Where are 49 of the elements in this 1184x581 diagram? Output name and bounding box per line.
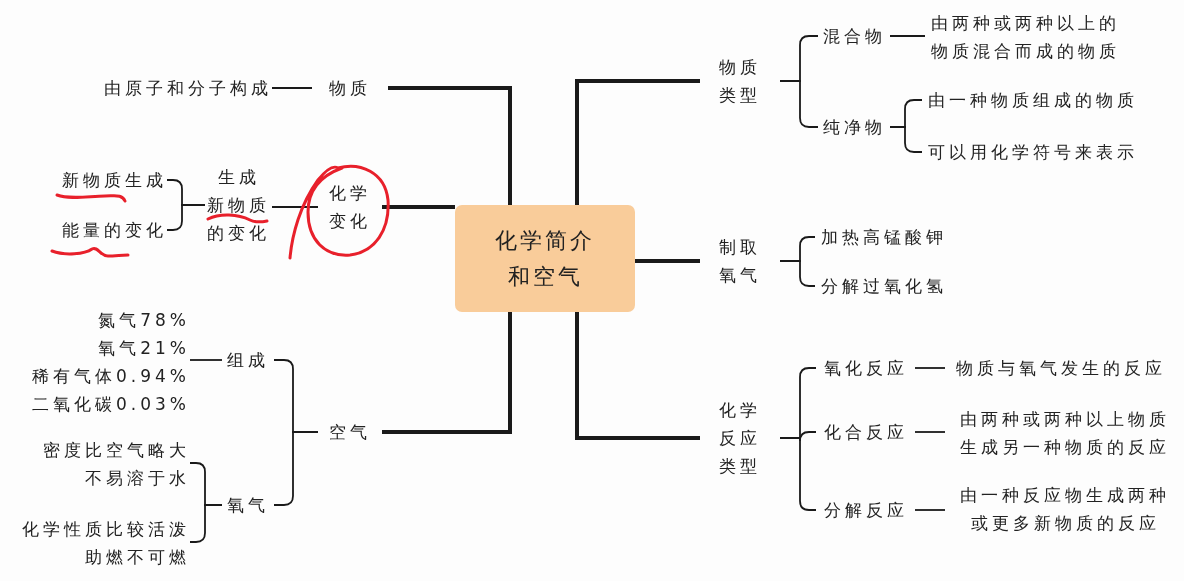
topic-label: 分解反应 — [816, 496, 915, 524]
central-topic-box: 化学简介和空气 — [455, 205, 635, 312]
description-text: 加热高锰酸钾 — [815, 223, 965, 251]
connector-line — [271, 87, 313, 89]
connector-line — [575, 79, 700, 205]
connector-line — [382, 312, 512, 434]
description-text: 不易溶于水 — [85, 467, 190, 490]
description-text: 新物质生成 — [40, 166, 167, 194]
topic-label: 组成 — [222, 346, 274, 374]
connector-line — [382, 205, 455, 209]
description-text: 由原子和分子构成 — [90, 74, 272, 102]
description-text: 化学性质比较活泼 — [22, 518, 190, 541]
topic-label: 生成新物质的变化 — [205, 160, 272, 250]
description-text: 助燃不可燃 — [85, 546, 190, 569]
description-text: 由一种物质组成的物质 — [922, 86, 1152, 114]
topic-label: 物质类型 — [700, 52, 780, 110]
topic-label: 制取氧气 — [700, 232, 780, 290]
description-text: 氧气21% — [98, 337, 190, 360]
topic-label: 氧化反应 — [816, 354, 915, 382]
topic-label: 化学变化 — [318, 180, 382, 234]
description-text: 可以用化学符号来表示 — [922, 138, 1152, 166]
description-text: 由两种或两种以上物质生成另一种物质的反应 — [945, 404, 1177, 462]
description-text: 密度比空气略大 — [43, 439, 190, 462]
connector-line — [889, 126, 923, 153]
description-text: 稀有气体0.94% — [32, 365, 190, 388]
description-text: 由一种反应物生成两种或更多新物质的反应 — [945, 480, 1177, 538]
connector-line — [575, 312, 700, 440]
connector-line — [889, 35, 926, 37]
description-text: 氮气78% — [98, 309, 190, 332]
description-text: 物质与氧气发生的反应 — [945, 354, 1177, 382]
description-text: 能量的变化 — [40, 216, 167, 244]
connector-line — [635, 259, 700, 263]
connector-line — [388, 86, 512, 205]
connector-line — [914, 367, 946, 369]
description-text: 分解过氧化氢 — [815, 272, 965, 300]
topic-label: 化学反应类型 — [700, 395, 780, 481]
topic-label: 纯净物 — [818, 113, 890, 141]
description-text: 二氧化碳0.03% — [32, 393, 190, 416]
connector-line — [189, 359, 223, 361]
topic-label: 氧气 — [222, 491, 274, 519]
topic-label: 混合物 — [818, 22, 890, 50]
connector-line — [273, 431, 319, 506]
connector-line — [271, 206, 319, 208]
topic-label: 化合反应 — [816, 418, 915, 446]
connector-line — [914, 509, 946, 511]
topic-label: 空气 — [318, 418, 382, 446]
topic-label: 物质 — [312, 74, 388, 102]
description-text: 由两种或两种以上的物质混合而成的物质 — [925, 8, 1130, 66]
connector-line — [914, 431, 946, 433]
